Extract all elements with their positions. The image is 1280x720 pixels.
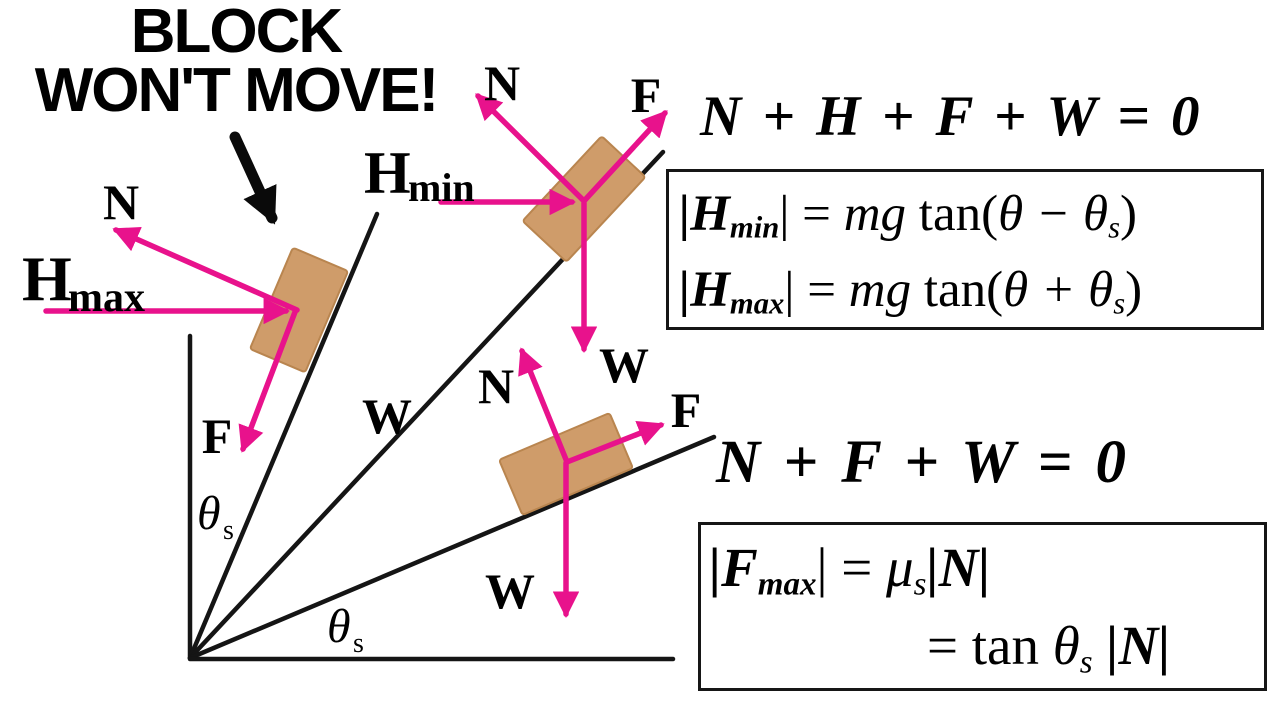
hmax-label-sub: max xyxy=(68,275,145,321)
block2-friction-arrow xyxy=(581,110,668,204)
force-labels: N F H max N F H min W N F W W xyxy=(22,55,701,619)
block1-friction-arrow xyxy=(238,309,298,453)
hmin-hmax-equation-box: |Hmin| = mg tan(θ − θs) |Hmax| = mg tan(… xyxy=(666,169,1264,330)
block1-friction-label: F xyxy=(202,408,233,464)
equation-sum: N + F + W = 0 xyxy=(716,429,1128,496)
hmin-label-sub: min xyxy=(408,165,475,210)
block2-friction-label: F xyxy=(631,67,662,123)
hmax-label-base: H xyxy=(22,243,72,314)
block1-normal-arrow xyxy=(112,226,300,313)
force-arrows xyxy=(43,93,668,618)
title-pointer-arrow xyxy=(229,131,278,225)
angle-lower-theta: θ xyxy=(327,600,351,653)
angle-upper-sub: s xyxy=(223,515,234,546)
block2-normal-arrow xyxy=(475,93,587,204)
block3-normal-arrow xyxy=(518,347,570,465)
block3-friction-label: F xyxy=(671,382,702,438)
shallow-incline-line xyxy=(187,434,717,661)
angle-labels: θ s θ s xyxy=(197,487,364,659)
equation-hmax: |Hmax| = mg tan(θ + θs) xyxy=(679,262,1143,321)
title-line1: BLOCK xyxy=(130,0,343,66)
angle-lower-sub: s xyxy=(353,628,364,659)
incline-lines xyxy=(187,149,717,662)
block3-normal-label: N xyxy=(478,358,514,414)
fmax-equation-box: |Fmax| = μs|N| = tan θs |N| xyxy=(698,522,1267,691)
block2-normal-label: N xyxy=(484,55,520,111)
angle-upper-theta: θ xyxy=(197,487,221,540)
hmin-label-base: H xyxy=(364,140,411,206)
equation-hmin: |Hmin| = mg tan(θ − θs) xyxy=(679,186,1138,245)
block1-normal-label: N xyxy=(103,174,139,230)
block2-weight-label: W xyxy=(599,337,649,393)
equation-sum-with-h: N + H + F + W = 0 xyxy=(700,85,1202,148)
block3-weight-label: W xyxy=(485,563,535,619)
equation-fmax-line2: = tan θs |N| xyxy=(927,615,1171,681)
title-line2: WON'T MOVE! xyxy=(34,56,440,125)
weight-direction-label: W xyxy=(362,388,412,444)
equation-fmax-line1: |Fmax| = μs|N| xyxy=(709,537,991,603)
block3-friction-arrow xyxy=(564,420,665,465)
title: BLOCK WON'T MOVE! xyxy=(0,0,472,125)
steep-incline-line xyxy=(187,211,380,661)
